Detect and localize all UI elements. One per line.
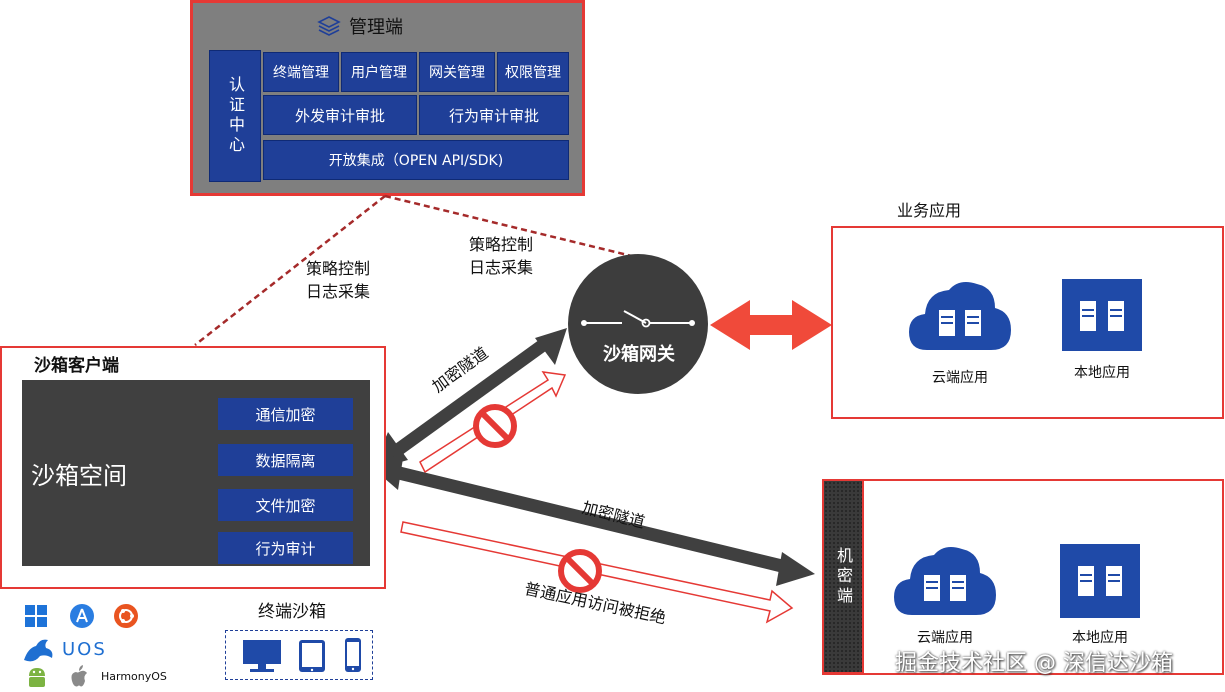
terminal-title: 终端沙箱	[258, 602, 326, 622]
secret-local-server-icon	[1060, 544, 1140, 618]
tunnel-arrow-secret	[393, 465, 792, 575]
secret-cloud-server-icon	[894, 547, 996, 615]
app-store-icon	[70, 604, 94, 628]
windows-icon	[25, 605, 47, 627]
log-label-right: 日志采集	[469, 258, 534, 277]
auth-center: 认证中心	[209, 50, 261, 182]
local-server-icon	[1062, 279, 1142, 351]
behavior-audit-box: 行为审计审批	[419, 95, 569, 135]
red-double-arrow	[710, 300, 832, 350]
feature-comm-encrypt: 通信加密	[218, 398, 353, 430]
policy-label-right: 策略控制	[469, 235, 534, 254]
harmonyos-label: HarmonyOS	[101, 670, 167, 683]
log-label-left: 日志采集	[306, 282, 371, 301]
ubuntu-icon	[114, 604, 138, 628]
gateway-mgmt-box: 网关管理	[419, 52, 495, 92]
sandbox-space-label: 沙箱空间	[31, 462, 127, 490]
business-cloud-label: 云端应用	[932, 370, 988, 386]
tunnel-arrow-gateway	[391, 334, 554, 458]
policy-line-client	[194, 195, 386, 346]
gateway-label: 沙箱网关	[603, 344, 675, 365]
watermark: 掘金技术社区 @ 深信达沙箱	[895, 651, 1173, 676]
business-app-box: 云端应用 本地应用	[831, 226, 1224, 419]
dragon-logo-icon	[24, 639, 53, 662]
management-panel: 管理端 认证中心 终端管理 用户管理 网关管理 权限管理 外发审计审批 行为审计…	[190, 0, 585, 196]
apple-icon	[71, 665, 87, 687]
no-entry-icon-2	[558, 549, 602, 593]
permission-mgmt-box: 权限管理	[497, 52, 569, 92]
phone-icon	[345, 638, 361, 672]
feature-data-isolation: 数据隔离	[218, 444, 353, 476]
layers-icon	[317, 16, 341, 36]
tablet-icon	[299, 640, 325, 672]
no-entry-icon-1	[473, 404, 517, 448]
business-local-label: 本地应用	[1074, 365, 1130, 381]
secret-app-box: 云端应用 本地应用	[822, 479, 1224, 675]
open-integration-box: 开放集成（OPEN API/SDK)	[263, 140, 569, 180]
feature-file-encrypt: 文件加密	[218, 489, 353, 521]
secret-local-label: 本地应用	[1072, 630, 1128, 646]
management-title: 管理端	[317, 13, 403, 39]
terminal-device-box	[225, 630, 373, 680]
cloud-server-icon	[909, 282, 1011, 350]
management-title-text: 管理端	[349, 17, 403, 38]
client-title: 沙箱客户端	[34, 356, 119, 376]
android-icon	[29, 668, 45, 687]
gateway-circle	[568, 254, 708, 394]
secret-cloud-label: 云端应用	[917, 630, 973, 646]
switch-icon	[581, 310, 695, 328]
user-mgmt-box: 用户管理	[341, 52, 417, 92]
feature-behavior-audit: 行为审计	[218, 532, 353, 564]
terminal-mgmt-box: 终端管理	[263, 52, 339, 92]
monitor-icon	[243, 640, 281, 672]
policy-label-left: 策略控制	[306, 259, 371, 278]
outbound-audit-box: 外发审计审批	[263, 95, 417, 135]
secret-side-label: 机密端	[822, 479, 864, 674]
business-title: 业务应用	[897, 201, 962, 220]
uos-label: UOS	[62, 639, 107, 660]
policy-line-gateway	[384, 194, 641, 260]
